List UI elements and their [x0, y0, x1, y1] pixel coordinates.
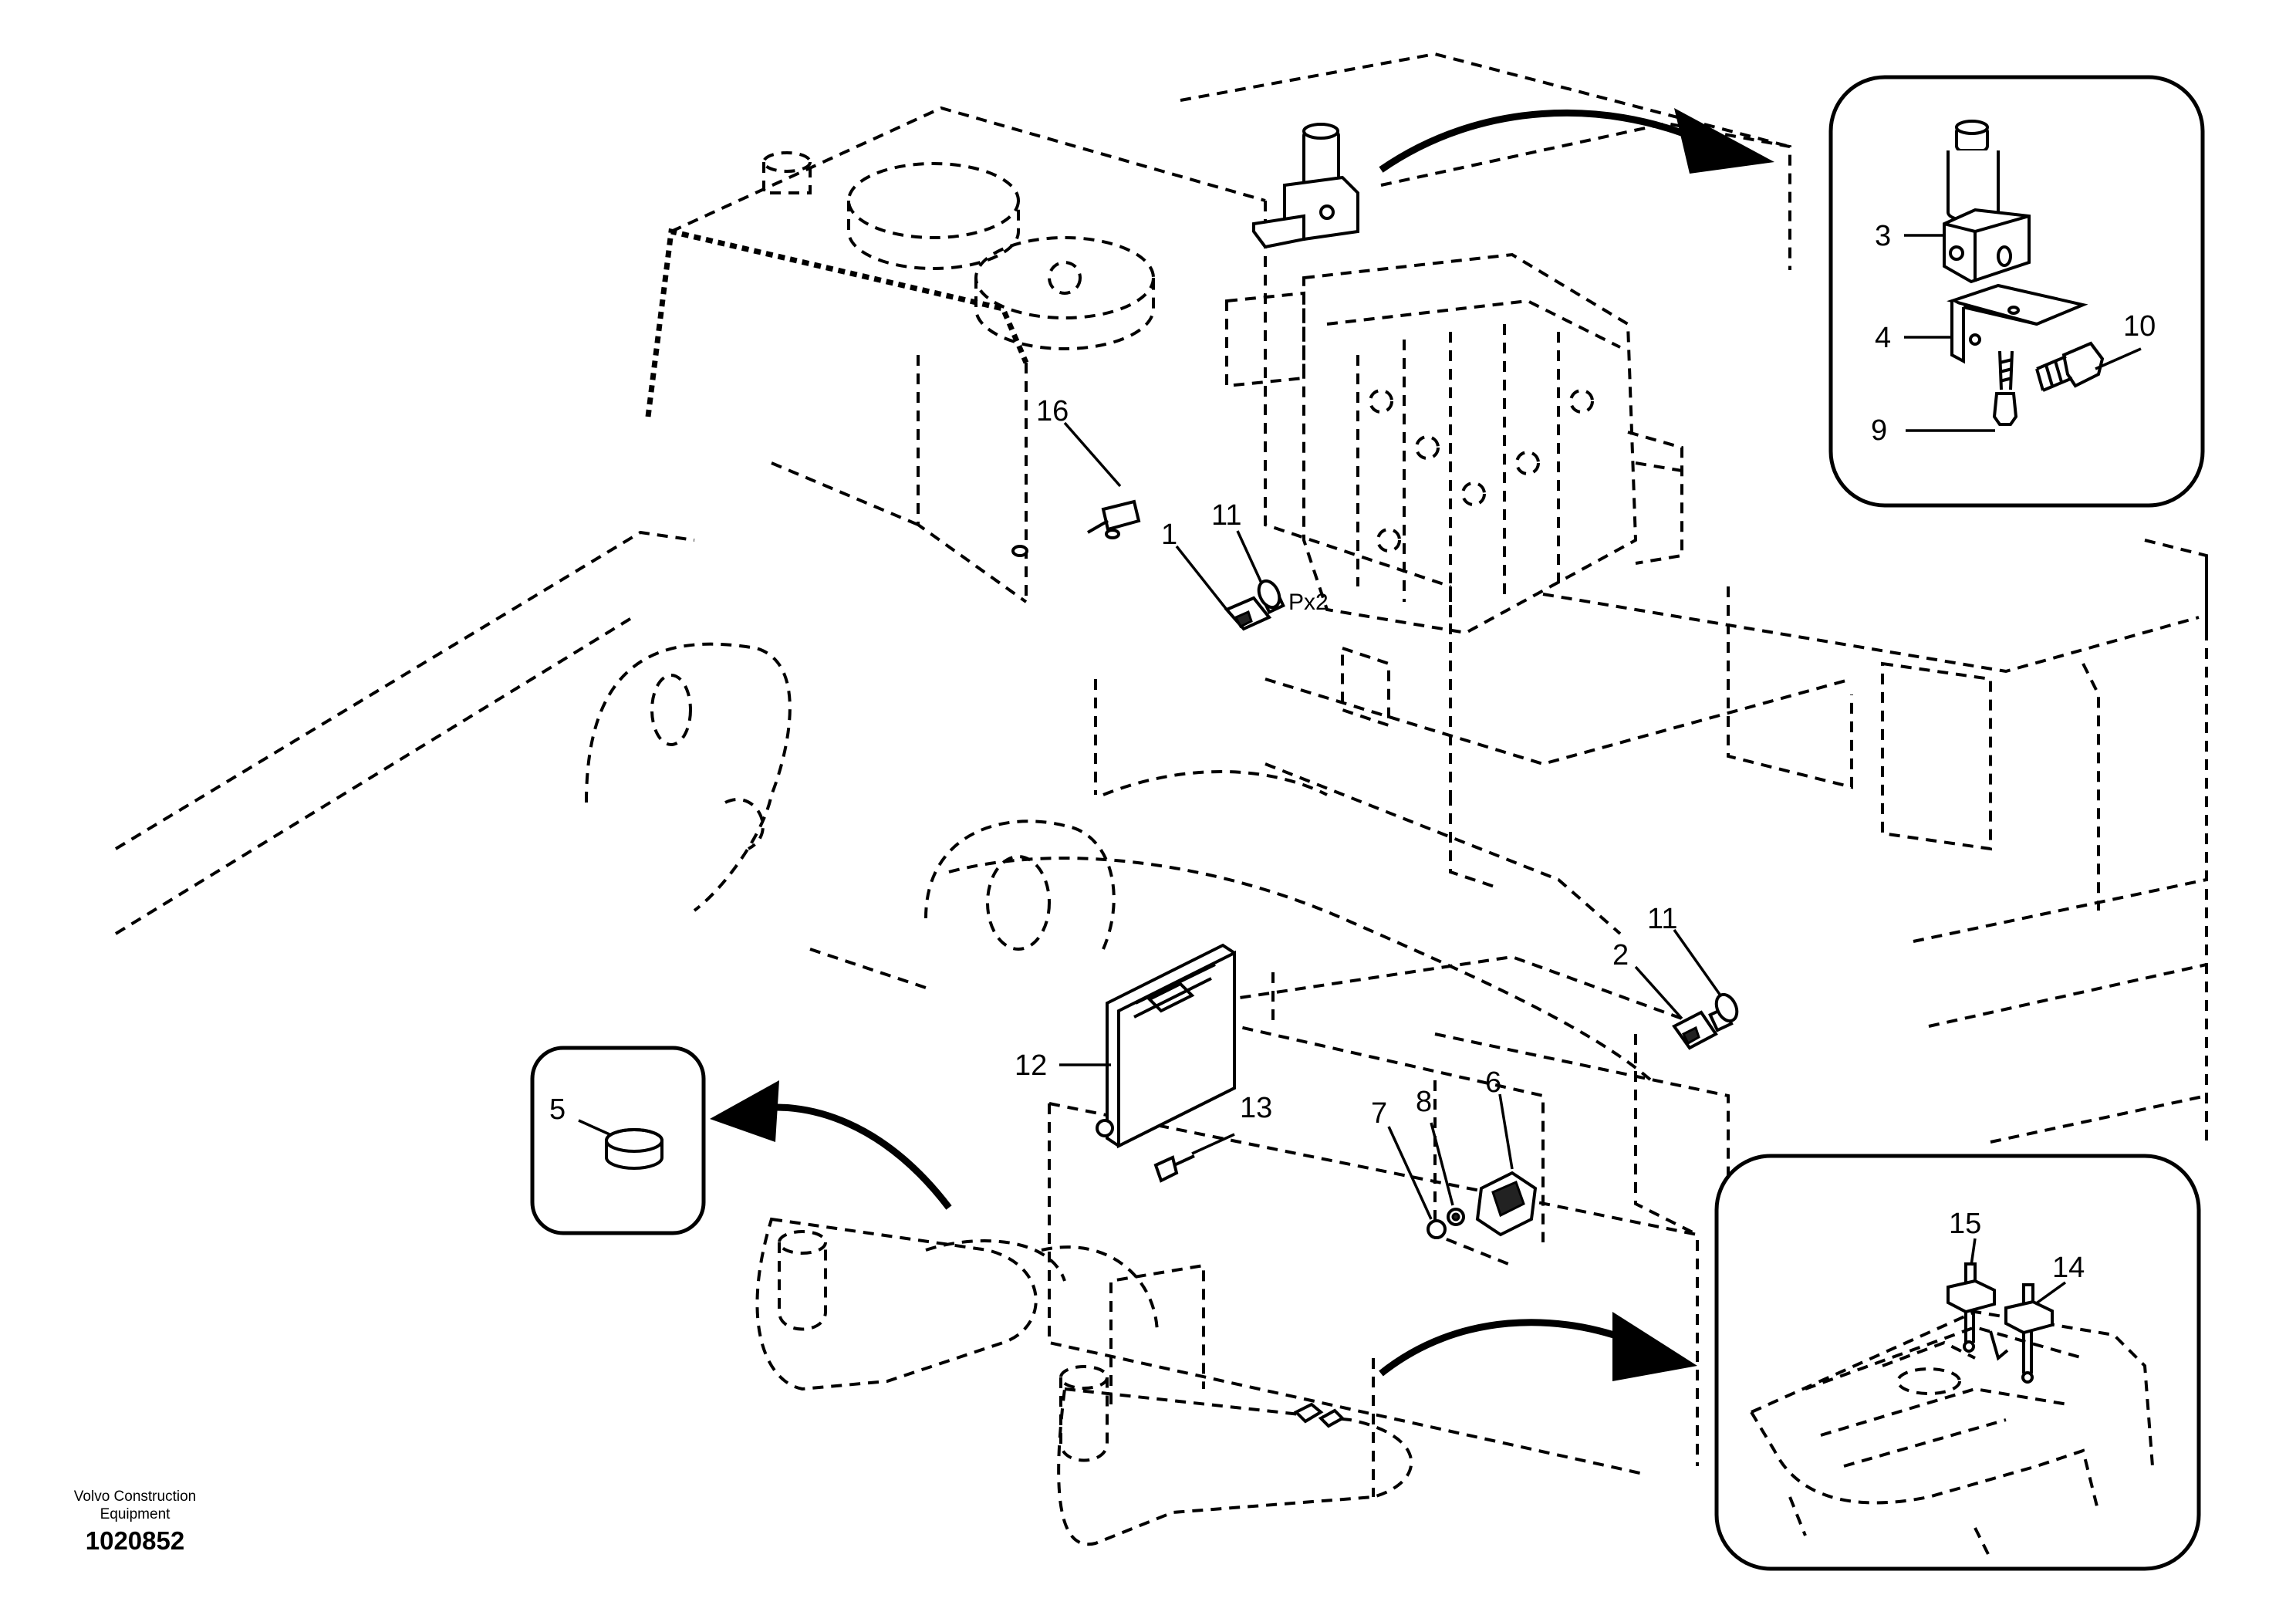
callout-5: 5 [549, 1093, 566, 1126]
callout-10: 10 [2123, 310, 2156, 343]
screw-part-16 [1011, 421, 1141, 557]
quantity-note: Px2 [1288, 590, 1329, 615]
callout-arrow-to-inset-top-right [1379, 108, 1774, 174]
callout-11-lower: 11 [1647, 903, 1677, 935]
machine-frame-outline [114, 52, 2208, 1546]
callout-4: 4 [1875, 322, 1891, 354]
callout-8: 8 [1416, 1086, 1432, 1118]
footer-brand-line1: Volvo Construction [73, 1489, 197, 1505]
callout-arrow-to-inset-bottom-right [1379, 1312, 1697, 1381]
tank-filter-discs [762, 151, 1155, 350]
footer-brand-line2: Equipment [100, 1506, 171, 1522]
control-unit-part-12 [1059, 943, 1236, 1149]
callout-14: 14 [2052, 1252, 2085, 1284]
console-switches-main-view [1293, 1402, 1346, 1428]
callout-9: 9 [1871, 414, 1887, 447]
switch-assembly-parts-6-7-8 [1387, 1093, 1538, 1239]
callout-12: 12 [1015, 1049, 1047, 1082]
inset-plug-detail [530, 1046, 706, 1235]
drawing-number: 1020852 [85, 1526, 185, 1555]
callout-1: 1 [1161, 519, 1177, 551]
callout-arrow-to-inset-left [710, 1080, 952, 1210]
callout-2: 2 [1612, 939, 1629, 972]
callout-11-upper: 11 [1211, 499, 1241, 532]
callout-7: 7 [1371, 1097, 1387, 1130]
callout-labels: 1 2 3 4 5 6 7 8 9 10 11 11 12 13 14 15 1… [549, 220, 2156, 1284]
callout-13: 13 [1240, 1092, 1272, 1124]
footer-brand: Volvo Construction Equipment [31, 1488, 239, 1523]
control-valve-block [1225, 252, 1683, 728]
callout-16: 16 [1036, 395, 1069, 427]
pressure-sensor-part-2 [1634, 928, 1739, 1050]
inset-console-switches-detail [1714, 1154, 2201, 1571]
bolt-part-13 [1153, 1133, 1235, 1183]
callout-15: 15 [1949, 1208, 1981, 1240]
callout-3: 3 [1875, 220, 1891, 252]
solenoid-valve-main-view [1252, 123, 1359, 249]
inset-solenoid-detail [1828, 75, 2205, 508]
callout-6: 6 [1485, 1066, 1501, 1099]
pressure-sensor-part-1 [1175, 530, 1285, 631]
